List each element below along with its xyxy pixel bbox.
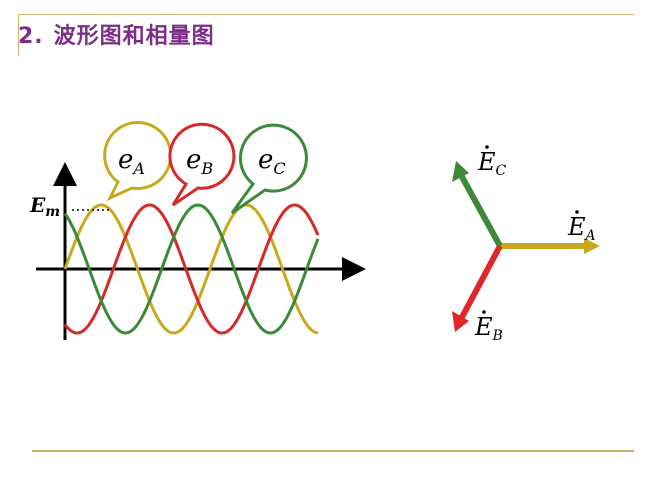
bubble-eb: eB [168,122,236,207]
bubble-ea: eA [103,121,173,202]
title-number: 2. [18,24,44,49]
title-text: 波形图和相量图 [53,24,215,49]
phasor-ea-arrowhead [584,238,600,254]
slide-title: 2. 波形图和相量图 [18,18,215,50]
top-rule [18,14,634,15]
phasor-ec [458,173,503,248]
label-ec: EC [477,145,507,179]
left-rule [18,14,19,56]
wave-a [63,203,319,335]
phasor-eb-arrowhead [452,311,469,332]
phasor-eb [458,244,503,321]
svg-text:EB: EB [474,313,503,344]
wave-c [63,203,320,335]
label-eb: EB [474,310,503,344]
label-ea: EA [567,210,596,244]
svg-text:EA: EA [567,213,596,244]
phasor-ec-arrowhead [452,161,469,182]
bubble-ec: eC [230,123,308,215]
em-label: Em [29,193,60,220]
svg-text:EC: EC [477,148,507,179]
svg-text:eC: eC [258,145,286,178]
svg-text:eA: eA [118,145,145,178]
svg-text:eB: eB [186,145,213,178]
bottom-rule [32,450,634,452]
wave-b [63,203,320,335]
